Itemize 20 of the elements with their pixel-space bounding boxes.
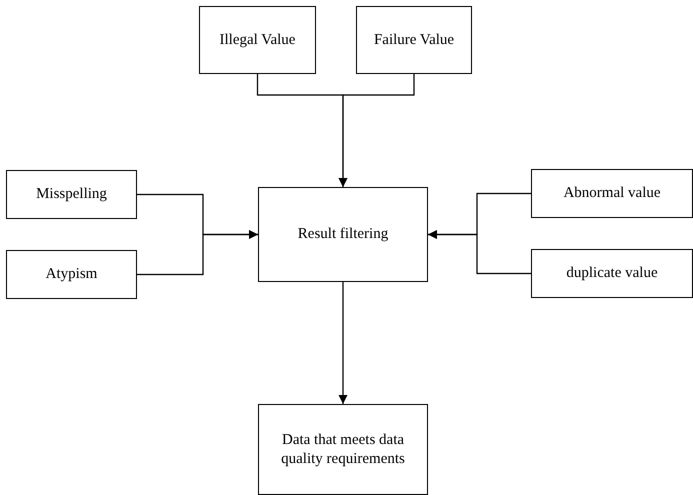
node-label: Atypism	[46, 265, 98, 284]
node-label: Data that meets data quality requirements	[280, 430, 406, 468]
arrow	[428, 230, 531, 274]
arrow	[338, 282, 348, 404]
arrow	[338, 74, 415, 187]
node-label: Misspelling	[36, 185, 107, 204]
process-box	[6, 250, 137, 299]
process-box	[531, 169, 693, 218]
process-box	[199, 6, 316, 74]
process-box	[356, 6, 472, 74]
process-box	[258, 187, 428, 282]
process-box	[258, 404, 428, 495]
node-label: Illegal Value	[220, 30, 296, 50]
arrow	[137, 230, 258, 276]
node-label: Failure Value	[374, 30, 454, 50]
node-label: duplicate value	[566, 264, 658, 283]
process-box	[531, 249, 693, 298]
process-box	[6, 170, 137, 219]
node-label: Abnormal value	[563, 184, 661, 203]
node-label: Result filtering	[298, 225, 388, 244]
